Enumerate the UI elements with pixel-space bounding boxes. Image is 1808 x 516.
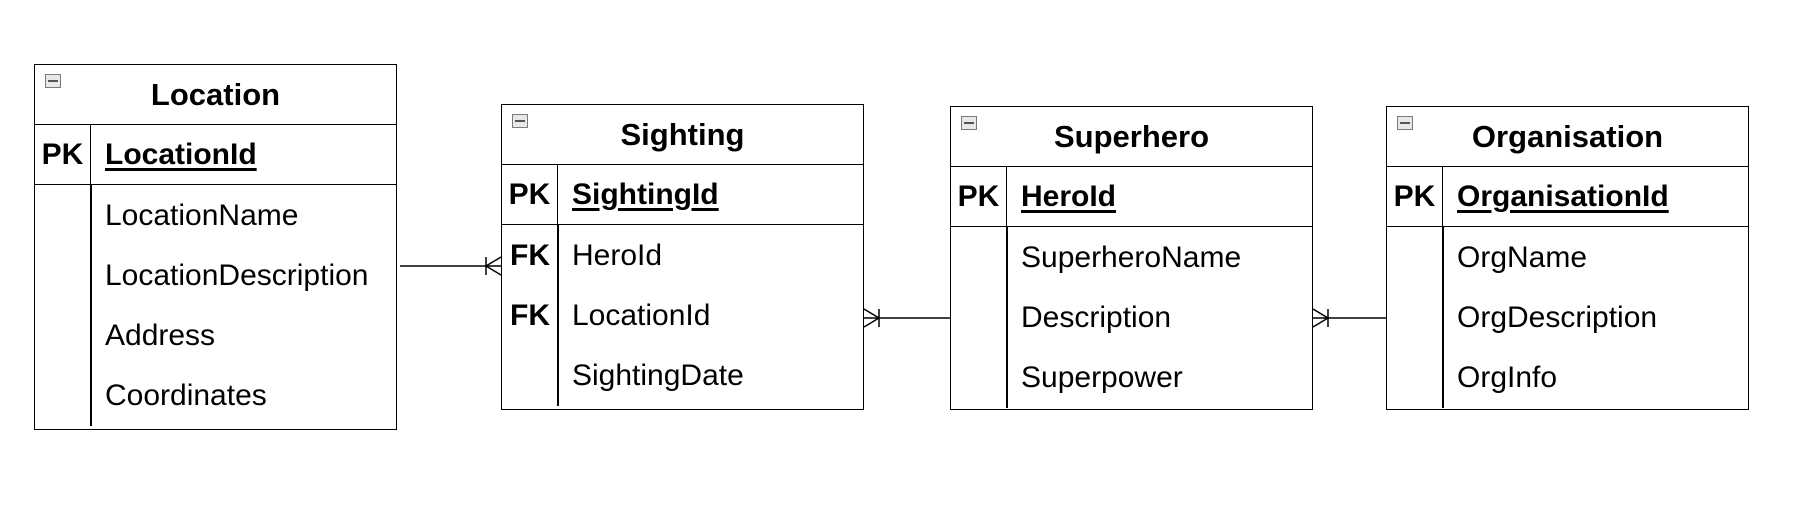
field-name: LocationDescription bbox=[105, 259, 369, 292]
attribute-list: SuperheroName Description Superpower bbox=[951, 227, 1312, 408]
attribute-row[interactable]: Address bbox=[35, 306, 396, 366]
attribute-row[interactable]: OrgDescription bbox=[1387, 288, 1748, 348]
field-name: Address bbox=[105, 319, 216, 352]
attribute-row[interactable]: LocationDescription bbox=[35, 246, 396, 306]
attribute-list: LocationName LocationDescription Address… bbox=[35, 185, 396, 426]
entity-header: Location bbox=[35, 65, 396, 125]
field-name: OrgDescription bbox=[1457, 301, 1658, 334]
attribute-row[interactable]: SuperheroName bbox=[951, 228, 1312, 288]
key-marker: FK bbox=[510, 299, 550, 332]
attribute-row[interactable]: SightingDate bbox=[502, 346, 863, 406]
entity-organisation[interactable]: Organisation PK OrganisationId OrgName O… bbox=[1386, 106, 1749, 410]
field-name: Coordinates bbox=[105, 379, 267, 412]
attribute-row[interactable]: OrgInfo bbox=[1387, 348, 1748, 408]
collapse-icon[interactable] bbox=[512, 114, 528, 128]
entity-title: Sighting bbox=[620, 116, 745, 152]
key-marker: PK bbox=[1387, 167, 1443, 226]
primary-key-row[interactable]: PK HeroId bbox=[951, 167, 1312, 227]
attribute-row[interactable]: Superpower bbox=[951, 348, 1312, 408]
attribute-list: FK HeroId FK LocationId SightingDate bbox=[502, 225, 863, 406]
key-marker bbox=[951, 348, 1007, 408]
collapse-icon[interactable] bbox=[961, 116, 977, 130]
key-marker: PK bbox=[502, 165, 558, 224]
entity-title: Organisation bbox=[1471, 118, 1664, 154]
entity-header: Sighting bbox=[502, 105, 863, 165]
attribute-row[interactable]: FK LocationId bbox=[502, 286, 863, 346]
key-marker bbox=[35, 306, 91, 366]
attribute-row[interactable]: OrgName bbox=[1387, 228, 1748, 288]
key-marker: FK bbox=[510, 239, 550, 272]
primary-key-row[interactable]: PK LocationId bbox=[35, 125, 396, 185]
field-name: SightingDate bbox=[572, 359, 744, 392]
field-name: OrgName bbox=[1457, 241, 1588, 274]
field-name: Superpower bbox=[1021, 361, 1183, 394]
entity-title: Location bbox=[150, 76, 281, 112]
attribute-list: OrgName OrgDescription OrgInfo bbox=[1387, 227, 1748, 408]
key-marker bbox=[35, 366, 91, 426]
field-name: OrganisationId bbox=[1457, 179, 1669, 213]
key-marker: PK bbox=[951, 167, 1007, 226]
key-marker bbox=[502, 346, 558, 406]
relationship-superhero-sighting[interactable] bbox=[863, 308, 950, 328]
attribute-row[interactable]: LocationName bbox=[35, 186, 396, 246]
key-marker bbox=[1387, 228, 1443, 288]
key-marker bbox=[1387, 348, 1443, 408]
attribute-row[interactable]: Coordinates bbox=[35, 366, 396, 426]
primary-key-row[interactable]: PK SightingId bbox=[502, 165, 863, 225]
field-name: OrgInfo bbox=[1457, 361, 1558, 394]
entity-header: Superhero bbox=[951, 107, 1312, 167]
key-marker bbox=[951, 228, 1007, 288]
entity-sighting[interactable]: Sighting PK SightingId FK HeroId FK Loca… bbox=[501, 104, 864, 410]
primary-key-row[interactable]: PK OrganisationId bbox=[1387, 167, 1748, 227]
field-name: SuperheroName bbox=[1021, 241, 1242, 274]
key-marker: PK bbox=[35, 125, 91, 184]
attribute-row[interactable]: FK HeroId bbox=[502, 226, 863, 286]
field-name: LocationId bbox=[105, 137, 257, 171]
field-name: Description bbox=[1021, 301, 1172, 334]
field-name: LocationName bbox=[105, 199, 299, 232]
entity-superhero[interactable]: Superhero PK HeroId SuperheroName Descri… bbox=[950, 106, 1313, 410]
relationship-location-sighting[interactable] bbox=[400, 256, 502, 276]
key-marker bbox=[35, 186, 91, 246]
entity-header: Organisation bbox=[1387, 107, 1748, 167]
relationship-organisation-superhero[interactable] bbox=[1312, 308, 1386, 328]
field-name: LocationId bbox=[572, 299, 711, 332]
entity-location[interactable]: Location PK LocationId LocationName Loca… bbox=[34, 64, 397, 430]
field-name: HeroId bbox=[1021, 179, 1117, 213]
attribute-row[interactable]: Description bbox=[951, 288, 1312, 348]
field-name: SightingId bbox=[572, 177, 719, 211]
entity-title: Superhero bbox=[1053, 118, 1210, 154]
collapse-icon[interactable] bbox=[45, 74, 61, 88]
field-name: HeroId bbox=[572, 239, 663, 272]
collapse-icon[interactable] bbox=[1397, 116, 1413, 130]
key-marker bbox=[35, 246, 91, 306]
key-marker bbox=[951, 288, 1007, 348]
key-marker bbox=[1387, 288, 1443, 348]
